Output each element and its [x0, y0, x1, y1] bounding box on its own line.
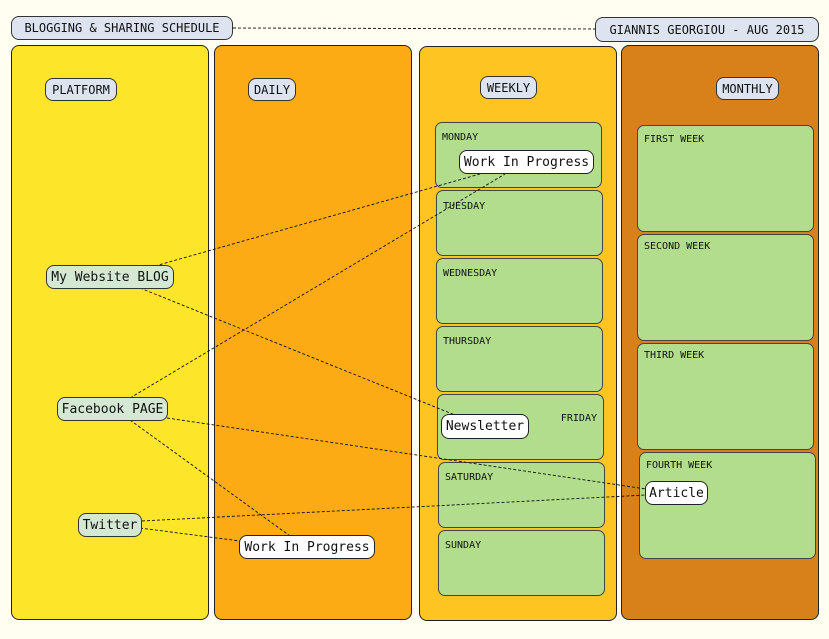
- schedule-title: BLOGGING & SHARING SCHEDULE: [11, 16, 233, 40]
- weekly-card-saturday: SATURDAY: [438, 462, 605, 528]
- note-newsletter[interactable]: Newsletter: [441, 414, 529, 439]
- connector-blog-to-monday: [154, 173, 481, 267]
- weekly-card-thursday: THURSDAY: [436, 326, 603, 392]
- note-article[interactable]: Article: [645, 481, 708, 505]
- day-label-sunday: SUNDAY: [445, 540, 482, 551]
- connector-facebook-to-article: [166, 417, 647, 490]
- platform-node-twitter[interactable]: Twitter: [78, 513, 142, 537]
- author-date-label: GIANNIS GEORGIOU - AUG 2015: [595, 17, 819, 42]
- daily-column: [214, 45, 412, 620]
- day-label-tuesday: TUESDAY: [443, 201, 486, 212]
- weekly-card-tuesday: TUESDAY: [436, 190, 603, 256]
- monthly-card-third-week: THIRD WEEK: [637, 343, 814, 450]
- week-label-third: THIRD WEEK: [644, 350, 705, 361]
- connector-title-to-author: [232, 27, 596, 30]
- day-label-friday: FRIDAY: [560, 413, 597, 424]
- platform-node-facebook[interactable]: Facebook PAGE: [57, 397, 168, 421]
- note-daily-work-in-progress[interactable]: Work In Progress: [239, 535, 375, 559]
- connector-facebook-to-daily: [129, 419, 291, 537]
- weekly-card-sunday: SUNDAY: [438, 530, 605, 596]
- day-label-thursday: THURSDAY: [443, 336, 492, 347]
- day-label-saturday: SATURDAY: [445, 472, 494, 483]
- connector-blog-to-newsletter: [139, 287, 456, 416]
- week-label-fourth: FOURTH WEEK: [646, 460, 713, 471]
- weekly-header: WEEKLY: [480, 76, 537, 99]
- note-monday-work-in-progress[interactable]: Work In Progress: [459, 150, 594, 174]
- monthly-card-first-week: FIRST WEEK: [637, 125, 814, 232]
- week-label-second: SECOND WEEK: [644, 241, 711, 252]
- monthly-card-fourth-week: FOURTH WEEK: [639, 452, 816, 559]
- day-label-wednesday: WEDNESDAY: [443, 268, 498, 279]
- weekly-card-wednesday: WEDNESDAY: [436, 258, 603, 324]
- monthly-card-second-week: SECOND WEEK: [637, 234, 814, 341]
- connector-facebook-to-monday: [129, 173, 506, 399]
- connector-twitter-to-daily: [139, 527, 241, 542]
- day-label-monday: MONDAY: [442, 132, 479, 143]
- connector-twitter-to-article: [141, 494, 647, 522]
- platform-header: PLATFORM: [45, 78, 117, 101]
- week-label-first: FIRST WEEK: [644, 134, 705, 145]
- monthly-header: MONTHLY: [716, 77, 779, 100]
- platform-node-blog[interactable]: My Website BLOG: [46, 265, 174, 289]
- daily-header: DAILY: [248, 78, 296, 101]
